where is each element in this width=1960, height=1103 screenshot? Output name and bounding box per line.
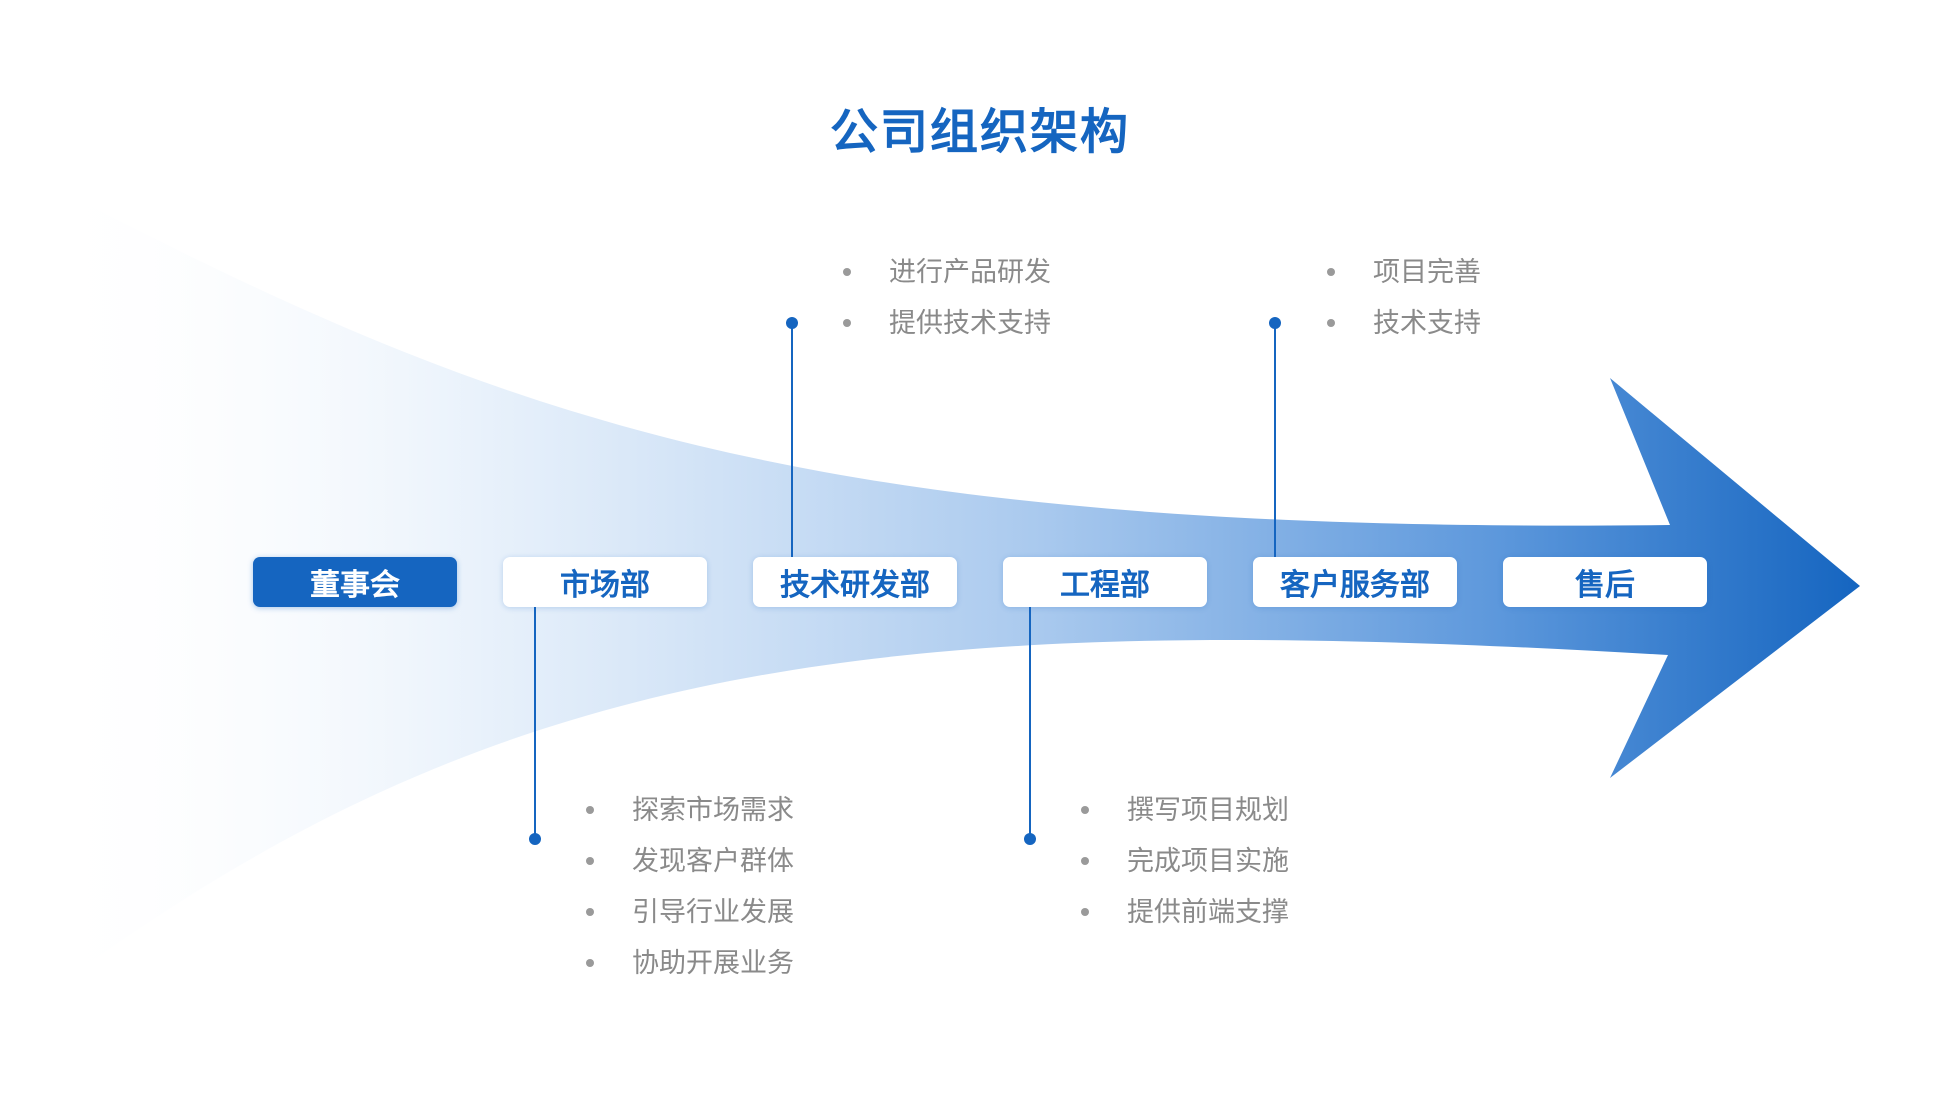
bullet-icon [1327,319,1335,327]
dept-after-sales[interactable]: 售后 [1503,557,1707,607]
list-item: 项目完善 [1327,247,1481,298]
list-item: 探索市场需求 [586,785,794,836]
bullet-icon [586,959,594,967]
list-item: 发现客户群体 [586,836,794,887]
engineering-duties-list: 撰写项目规划 完成项目实施 提供前端支撑 [1081,785,1289,938]
duty-text: 发现客户群体 [632,846,794,877]
duty-text: 协助开展业务 [632,948,794,979]
customer-service-duties-list: 项目完善 技术支持 [1327,247,1481,349]
connector-line-rd [791,323,793,568]
bullet-icon [1327,268,1335,276]
dot-icon [1269,317,1281,329]
connector-line-market [534,598,536,840]
dept-board[interactable]: 董事会 [253,557,457,607]
dept-customer-service[interactable]: 客户服务部 [1253,557,1457,607]
duty-text: 进行产品研发 [889,257,1051,288]
bullet-icon [1081,908,1089,916]
dept-engineering[interactable]: 工程部 [1003,557,1207,607]
bullet-icon [843,319,851,327]
list-item: 协助开展业务 [586,938,794,989]
page-title: 公司组织架构 [829,104,1130,160]
list-item: 提供前端支撑 [1081,887,1289,938]
bullet-icon [1081,857,1089,865]
market-duties-list: 探索市场需求 发现客户群体 引导行业发展 协助开展业务 [586,785,794,989]
list-item: 技术支持 [1327,298,1481,349]
duty-text: 项目完善 [1373,257,1481,288]
list-item: 进行产品研发 [843,247,1051,298]
bullet-icon [586,908,594,916]
connector-line-customer-service [1274,323,1276,568]
duty-text: 提供前端支撑 [1127,897,1289,928]
dot-icon [1024,833,1036,845]
duty-text: 完成项目实施 [1127,846,1289,877]
list-item: 提供技术支持 [843,298,1051,349]
duty-text: 引导行业发展 [632,897,794,928]
dept-rd[interactable]: 技术研发部 [753,557,957,607]
dept-market[interactable]: 市场部 [503,557,707,607]
duty-text: 技术支持 [1373,308,1481,339]
bullet-icon [586,857,594,865]
duty-text: 提供技术支持 [889,308,1051,339]
list-item: 完成项目实施 [1081,836,1289,887]
bullet-icon [586,806,594,814]
list-item: 撰写项目规划 [1081,785,1289,836]
dot-icon [786,317,798,329]
bullet-icon [843,268,851,276]
list-item: 引导行业发展 [586,887,794,938]
bullet-icon [1081,806,1089,814]
duty-text: 撰写项目规划 [1127,795,1289,826]
dot-icon [529,833,541,845]
rd-duties-list: 进行产品研发 提供技术支持 [843,247,1051,349]
duty-text: 探索市场需求 [632,795,794,826]
connector-line-engineering [1029,598,1031,840]
